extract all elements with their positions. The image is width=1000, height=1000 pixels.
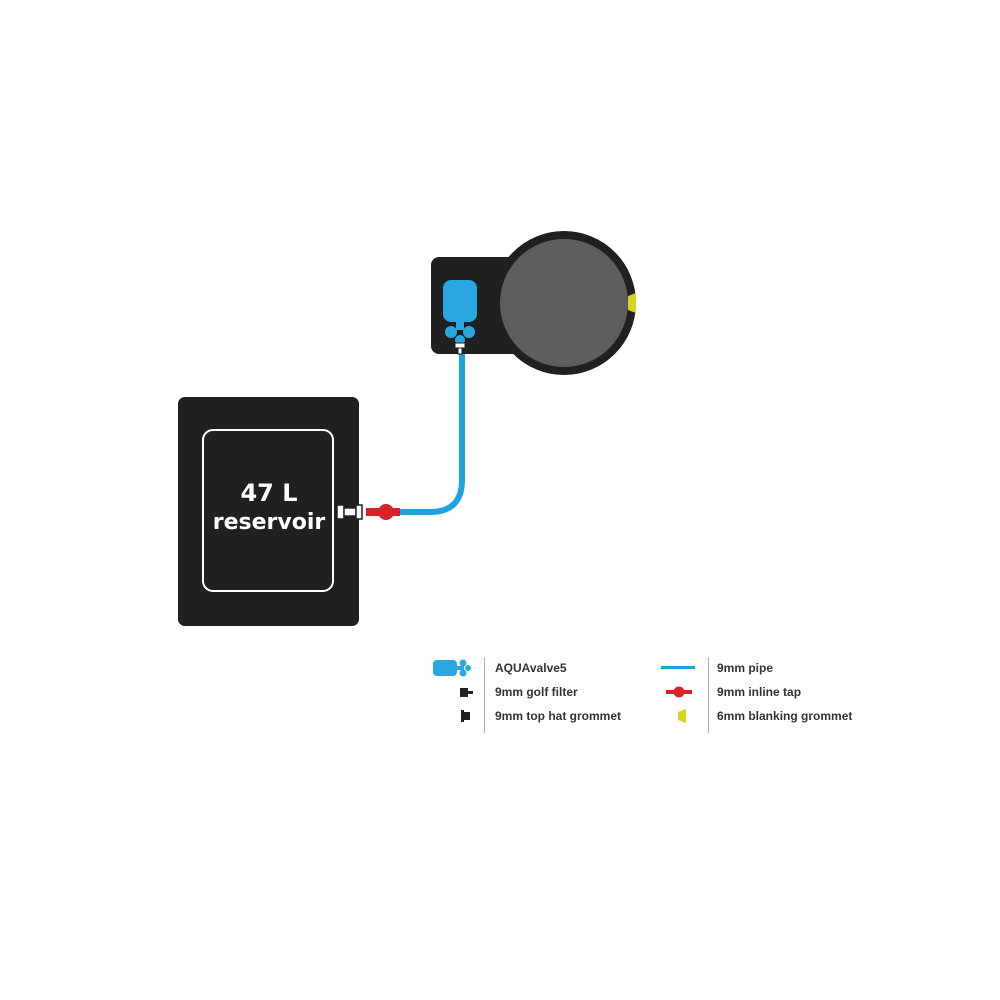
pipe [367, 347, 465, 515]
reservoir [178, 397, 359, 626]
inline-tap-icon [666, 686, 692, 698]
legend-divider [484, 657, 485, 733]
legend-label: 9mm top hat grommet [495, 709, 622, 723]
reservoir-capacity: 47 L [240, 479, 298, 507]
legend: AQUAvalve5 9mm golf filter 9mm top hat g… [425, 655, 865, 735]
aquavalve-icon [443, 280, 477, 345]
reservoir-name: reservoir [212, 510, 326, 535]
golf-filter-icon [460, 688, 473, 697]
pipe-icon [661, 666, 695, 669]
legend-label: 9mm pipe [717, 661, 774, 675]
top-hat-grommet-icon [336, 504, 363, 520]
legend-label: 6mm blanking grommet [717, 709, 853, 723]
legend-label: 9mm golf filter [495, 685, 578, 699]
inline-tap-icon [366, 504, 400, 520]
blanking-grommet-icon [678, 709, 686, 723]
pot [492, 231, 636, 375]
top-hat-grommet-icon [461, 710, 470, 722]
golf-filter-icon [454, 342, 466, 355]
aquavalve-icon [433, 659, 471, 677]
legend-divider [708, 657, 709, 733]
blanking-grommet-icon [628, 293, 636, 313]
reservoir-label: 47 L reservoir [205, 478, 333, 538]
legend-label: AQUAvalve5 [495, 661, 567, 675]
legend-label: 9mm inline tap [717, 685, 802, 699]
